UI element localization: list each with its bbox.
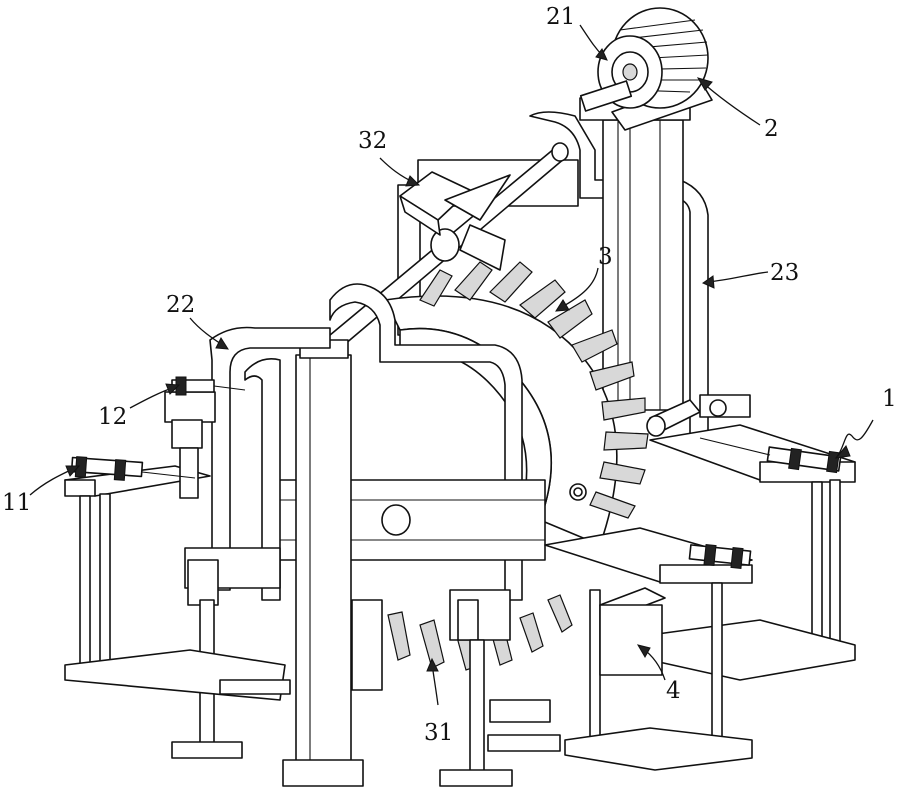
label-12: 12	[98, 404, 127, 430]
label-23: 23	[770, 260, 799, 286]
label-1: 1	[882, 386, 897, 412]
label-3: 3	[598, 244, 613, 270]
right-bracket	[440, 590, 560, 786]
label-2: 2	[764, 116, 779, 142]
label-32: 32	[358, 128, 387, 154]
label-11: 11	[2, 490, 31, 516]
cylinder-12	[172, 377, 245, 395]
label-31: 31	[424, 720, 453, 746]
label-22: 22	[166, 292, 195, 318]
label-4: 4	[666, 678, 681, 704]
left-table	[65, 392, 290, 700]
label-21: 21	[546, 4, 575, 30]
